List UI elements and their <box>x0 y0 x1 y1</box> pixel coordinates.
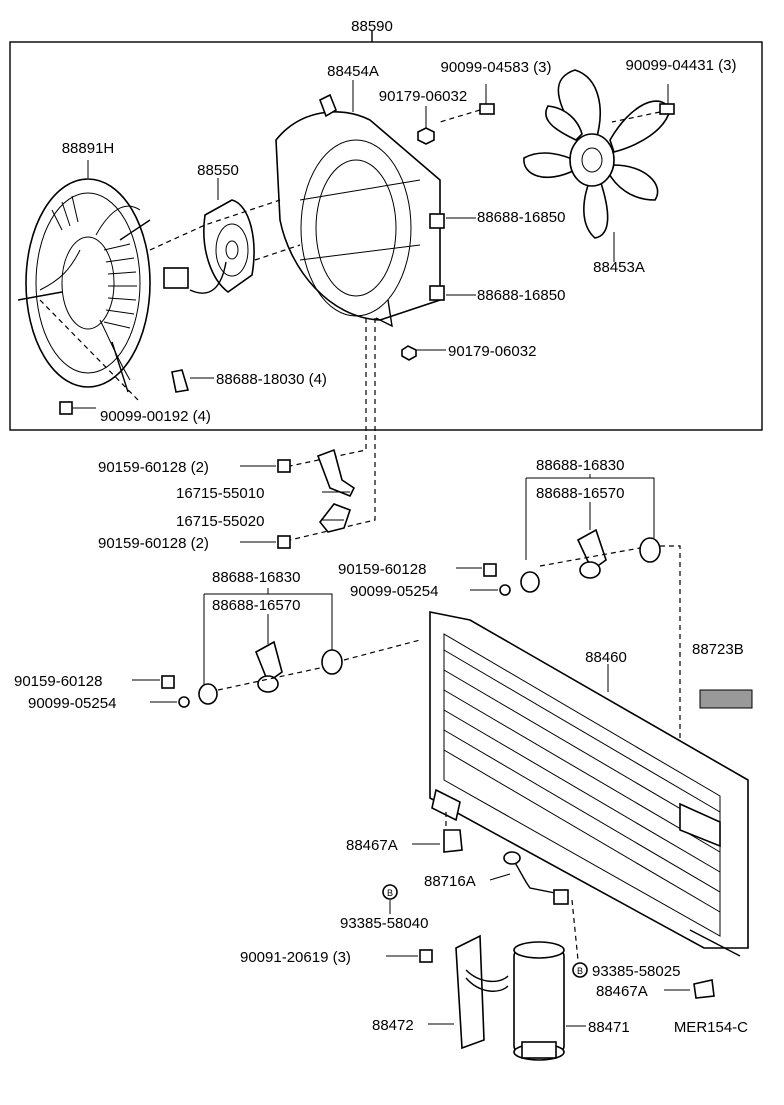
label-plate-text: 88723B <box>692 641 744 658</box>
label-nut-bottom: 90179-06032 <box>448 343 536 360</box>
label-bracket-88472: 88472 <box>372 1017 414 1034</box>
nut-bottom <box>401 345 417 361</box>
label-cushion-16830-left: 88688-16830 <box>212 569 300 586</box>
bolt-60128-right <box>483 563 497 577</box>
label-cushion-16570-left: 88688-16570 <box>212 597 300 614</box>
label-cushion-18030: 88688-18030 (4) <box>216 371 327 388</box>
label-bolt-04583: 90099-04583 (3) <box>441 59 552 76</box>
nut-top <box>417 127 435 145</box>
label-nut-05254-left: 90099-05254 <box>28 695 116 712</box>
label-bracket-55020: 16715-55020 <box>176 513 264 530</box>
label-cushion-16850-a: 88688-16850 <box>477 209 565 226</box>
label-cushion-16850-b: 88688-16850 <box>477 287 565 304</box>
footer-code: MER154-C <box>674 1019 748 1036</box>
bolt-00192 <box>59 401 96 415</box>
cushion-16850-a <box>429 213 476 229</box>
label-nut-top: 90179-06032 <box>379 88 467 105</box>
oring-58025 <box>572 962 588 978</box>
cushion-18030 <box>171 369 190 393</box>
bracket-55020 <box>318 503 352 533</box>
label-oring-58040: 93385-58040 <box>340 915 428 932</box>
label-bolt-60128-left: 90159-60128 <box>14 673 102 690</box>
fan-shroud-cover <box>17 178 151 393</box>
label-bolt-60128-right: 90159-60128 <box>338 561 426 578</box>
cushion-16850-b <box>429 285 476 301</box>
cushion-467a-a <box>443 829 463 853</box>
bolt-60128-left <box>161 675 175 689</box>
label-receiver-88471: 88471 <box>588 1019 630 1036</box>
label-fan-motor: 88550 <box>197 162 239 179</box>
nut-05254-left <box>178 696 190 708</box>
label-fan-blade: 88453A <box>593 259 645 276</box>
cushion-set-right <box>520 528 661 593</box>
label-oring-58025: 93385-58025 <box>592 963 680 980</box>
svg-text:B: B <box>577 966 583 976</box>
condenser <box>429 611 749 957</box>
group-label: 88590 <box>351 18 393 35</box>
bracket-88472 <box>455 934 509 1050</box>
label-bolt-20619: 90091-20619 (3) <box>240 949 351 966</box>
receiver-88471 <box>513 941 565 1061</box>
label-bolt-00192: 90099-00192 (4) <box>100 408 211 425</box>
fan-shroud <box>275 93 441 328</box>
label-pipe-716a: 88716A <box>424 873 476 890</box>
bolt-04431 <box>659 84 675 115</box>
oring-58040 <box>382 884 398 900</box>
label-cushion-467a-a: 88467A <box>346 837 398 854</box>
label-bracket-55010: 16715-55010 <box>176 485 264 502</box>
label-cushion-16570-right: 88688-16570 <box>536 485 624 502</box>
fan-motor <box>163 199 255 294</box>
label-nut-05254-right: 90099-05254 <box>350 583 438 600</box>
bolt-60128-b <box>240 535 291 549</box>
fan-group-frame <box>9 41 763 431</box>
fan-blade <box>523 69 671 239</box>
pipe-716a <box>503 851 569 905</box>
label-fan-shroud-cover: 88891H <box>62 140 115 157</box>
bracket-55010 <box>316 448 356 498</box>
nut-05254-right <box>499 584 511 596</box>
label-bolt-60128-a: 90159-60128 (2) <box>98 459 209 476</box>
label-cushion-16830-right: 88688-16830 <box>536 457 624 474</box>
cushion-467a-b <box>693 979 715 999</box>
label-cushion-467a-b: 88467A <box>596 983 648 1000</box>
label-bolt-60128-b: 90159-60128 (2) <box>98 535 209 552</box>
label-fan-shroud: 88454A <box>327 63 379 80</box>
cushion-set-left <box>198 640 343 705</box>
svg-text:B: B <box>387 888 393 898</box>
bolt-04583 <box>479 84 495 115</box>
label-condenser: 88460 <box>585 649 627 666</box>
bolt-20619 <box>419 949 433 963</box>
bolt-60128-a <box>240 459 291 473</box>
label-plate <box>699 689 753 709</box>
label-bolt-04431: 90099-04431 (3) <box>626 57 737 74</box>
